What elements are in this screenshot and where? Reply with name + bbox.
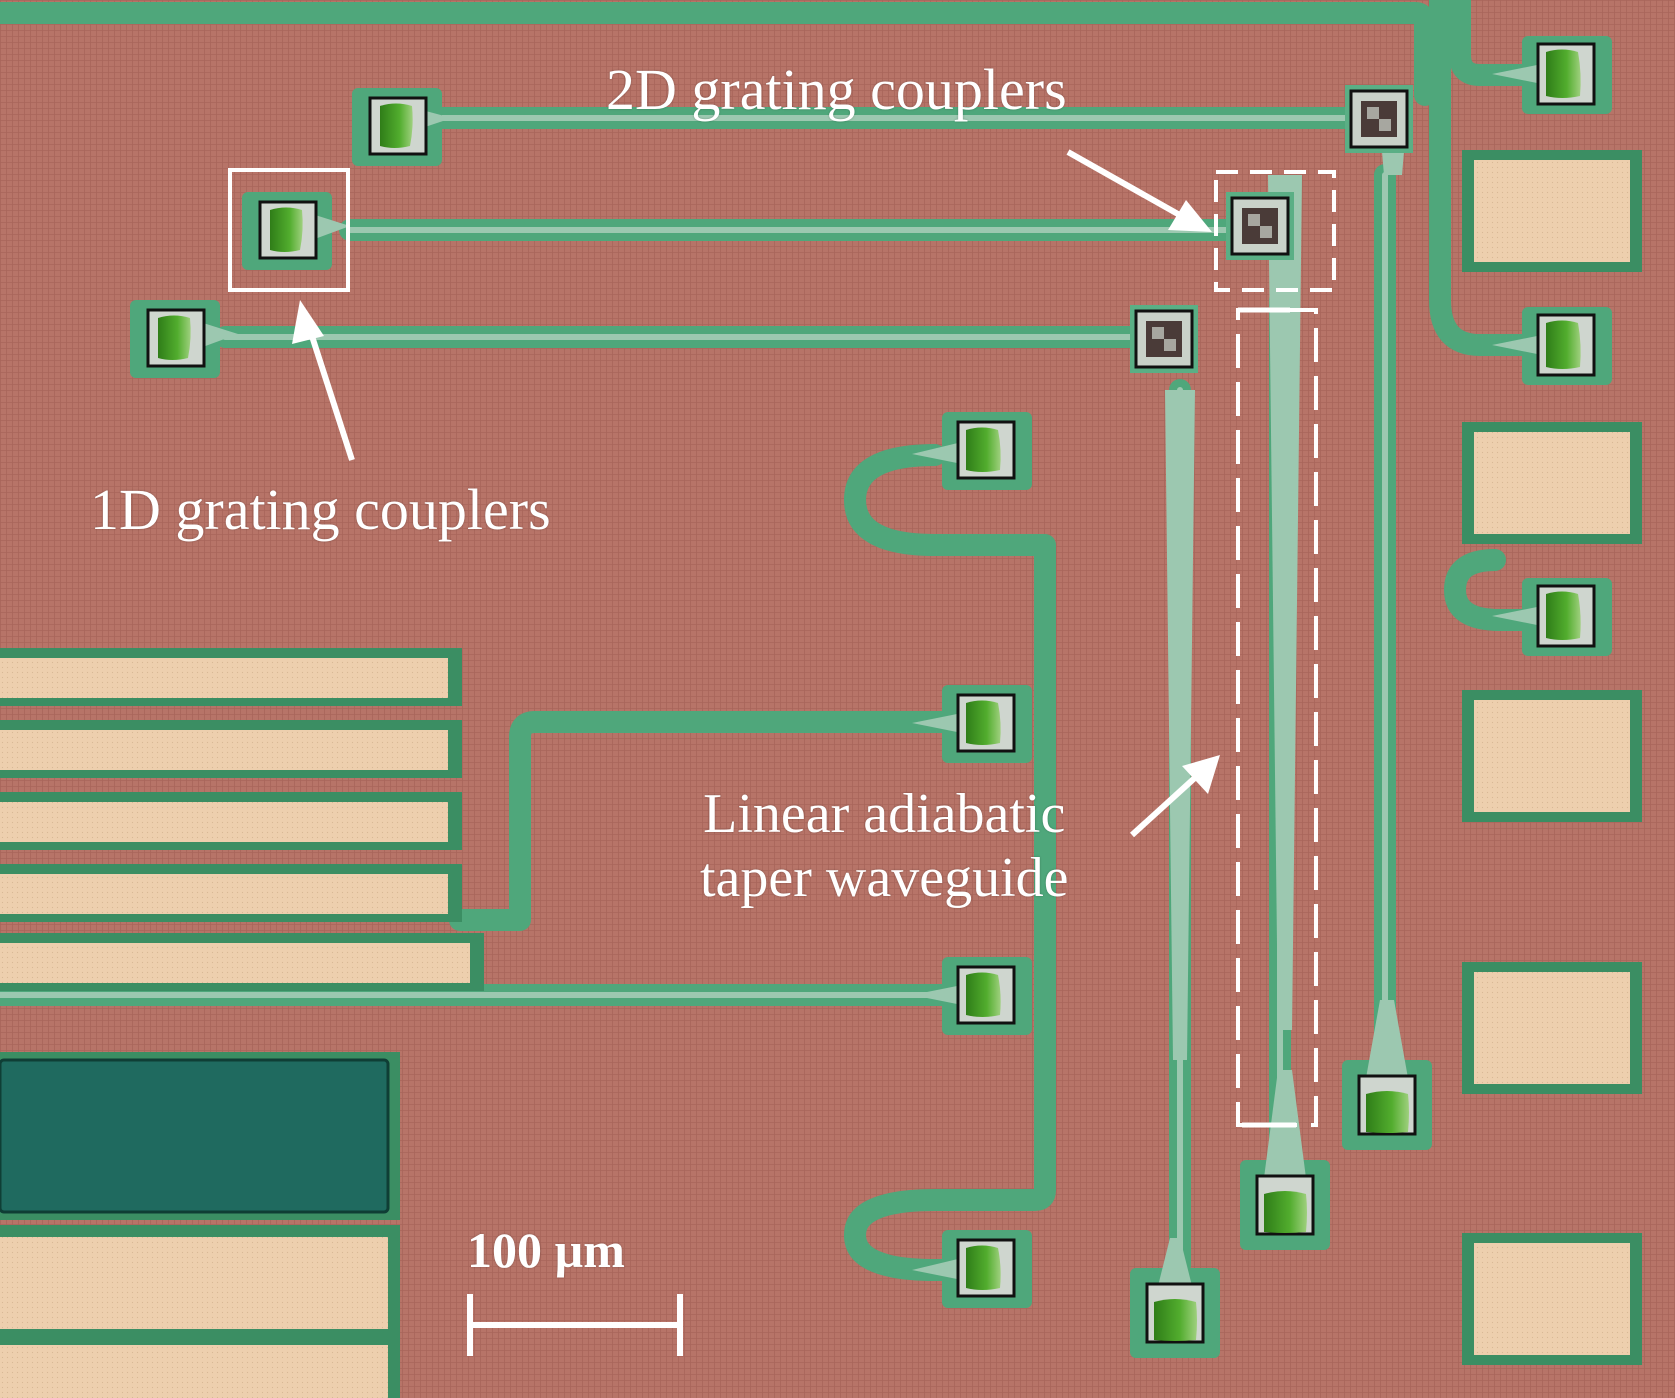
waveguides <box>0 0 1556 1281</box>
arrows <box>292 149 1220 838</box>
grating-couplers-2d <box>1130 85 1413 373</box>
scale-bar-label: 100 µm <box>467 1222 625 1278</box>
highlight-box-2d <box>1214 170 1336 292</box>
scale-bar <box>467 1294 683 1356</box>
highlight-box-1d <box>228 168 350 292</box>
arrow-1d <box>292 300 355 461</box>
label-taper-waveguide: Linear adiabatic taper waveguide <box>700 782 1068 910</box>
annotation-overlays <box>228 168 1336 1128</box>
arrow-taper <box>1129 755 1220 838</box>
grating-couplers-1d <box>130 36 1612 1358</box>
label-1d-grating-couplers: 1D grating couplers <box>90 477 551 542</box>
label-taper-line-1: Linear adiabatic <box>703 783 1066 845</box>
label-taper-line-2: taper waveguide <box>700 847 1069 909</box>
metal-pads <box>0 150 1642 1398</box>
label-2d-grating-couplers: 2D grating couplers <box>606 57 1067 122</box>
arrow-2d <box>1066 149 1212 232</box>
